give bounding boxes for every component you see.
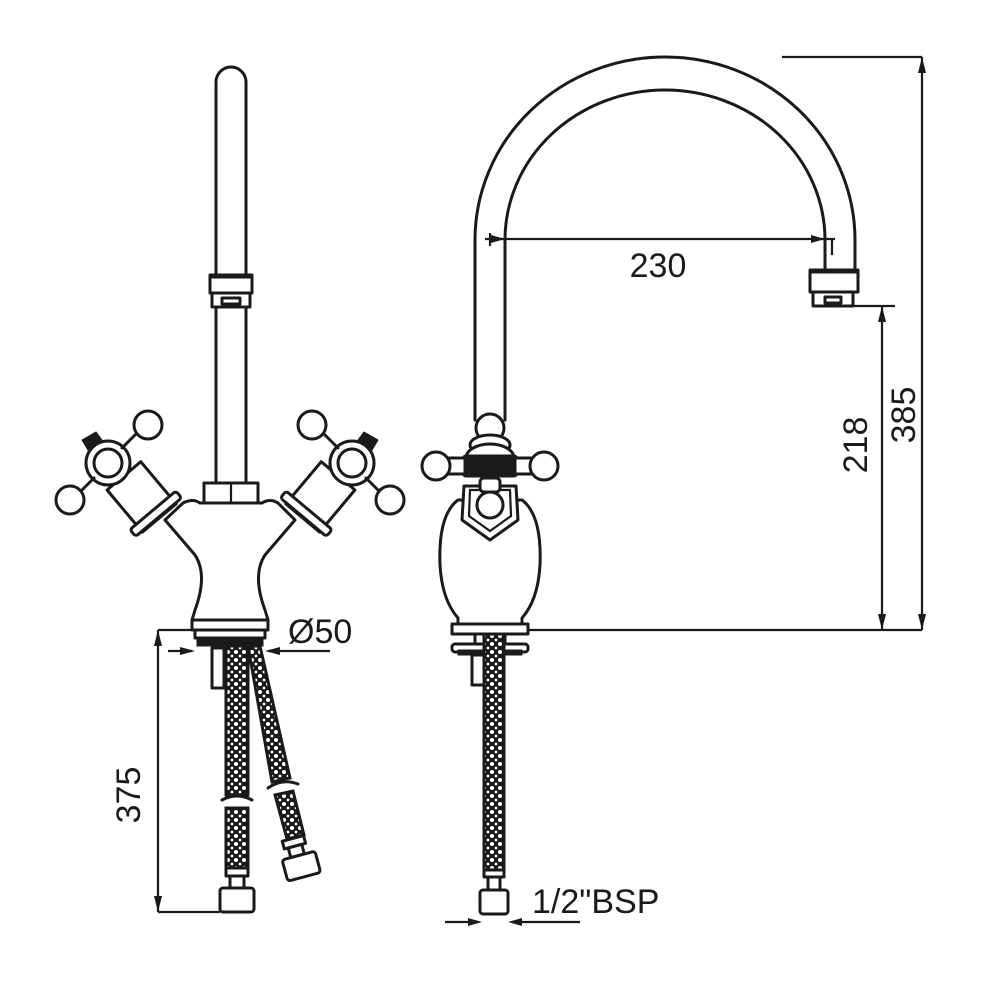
side-hose bbox=[482, 632, 506, 872]
dimension-overall-height: 385 bbox=[782, 55, 926, 630]
label-375: 375 bbox=[110, 767, 148, 824]
right-cross-handle bbox=[296, 409, 406, 516]
dimension-outlet-height: 218 bbox=[837, 304, 895, 630]
flexible-hoses bbox=[218, 644, 322, 914]
gooseneck-spout bbox=[473, 55, 860, 422]
label-bsp: 1/2"BSP bbox=[532, 883, 659, 921]
side-cross-handle bbox=[420, 450, 560, 482]
dimension-spout-reach: 230 bbox=[485, 233, 835, 285]
side-view: 1/2"BSP 230 218 385 bbox=[420, 55, 926, 926]
spout-pipe bbox=[202, 65, 260, 505]
dimension-hose-length: 375 bbox=[110, 628, 220, 914]
dimension-base-diameter: Ø50 bbox=[168, 613, 352, 655]
left-cross-handle bbox=[54, 409, 164, 516]
mounting-bolt bbox=[210, 646, 226, 690]
label-218: 218 bbox=[837, 417, 875, 474]
label-230: 230 bbox=[630, 247, 687, 285]
label-385: 385 bbox=[885, 387, 923, 444]
faucet-body bbox=[163, 499, 297, 622]
base-plate bbox=[190, 618, 270, 647]
dimension-connection: 1/2"BSP bbox=[445, 883, 659, 926]
front-view: 375 Ø50 bbox=[54, 65, 406, 914]
label-diameter-50: Ø50 bbox=[288, 613, 352, 651]
